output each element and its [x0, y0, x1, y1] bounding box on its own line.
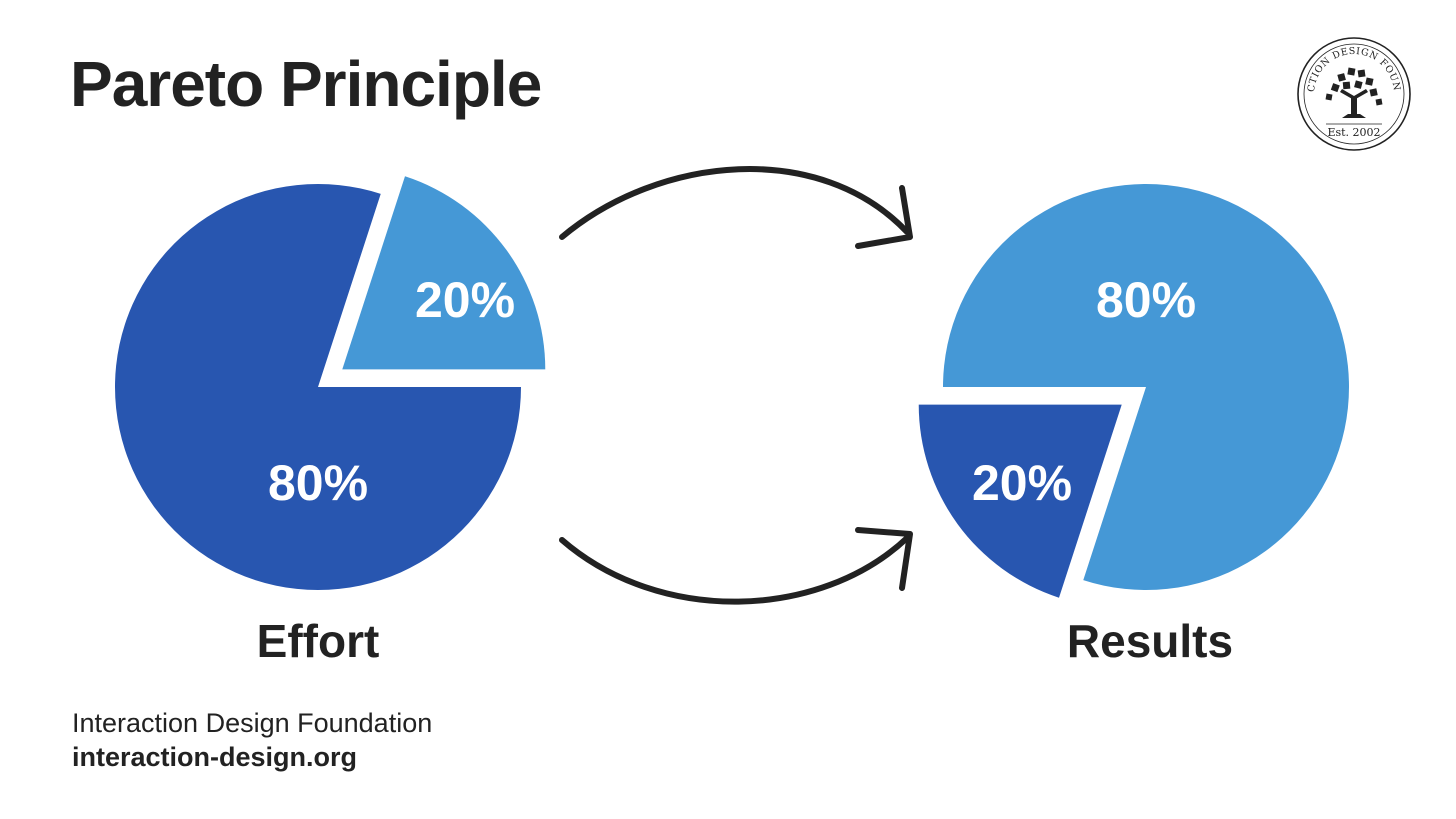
effort-slice-20	[342, 176, 546, 370]
results-caption: Results	[1067, 615, 1233, 667]
effort-pie: 80% 20%	[114, 176, 546, 591]
tree-icon	[1325, 67, 1383, 118]
results-pie: 80% 20%	[918, 183, 1349, 598]
arrow-right-icon	[559, 527, 913, 605]
logo-est: Est. 2002	[1327, 126, 1380, 139]
footer-url[interactable]: interaction-design.org	[72, 742, 358, 772]
results-slice-80	[943, 183, 1349, 590]
footer-org-name: Interaction Design Foundation	[72, 708, 433, 738]
results-label-20: 20%	[972, 455, 1072, 511]
idf-logo: INTERACTION DESIGN FOUNDATION Est. 2002	[1296, 36, 1411, 151]
effort-label-20: 20%	[415, 272, 515, 328]
results-slice-20	[918, 404, 1122, 598]
arrow-right-icon	[559, 166, 913, 249]
page-title: Pareto Principle	[70, 48, 542, 120]
effort-slice-80	[114, 183, 521, 591]
effort-caption: Effort	[257, 615, 380, 667]
results-label-80: 80%	[1096, 272, 1196, 328]
effort-label-80: 80%	[268, 455, 368, 511]
